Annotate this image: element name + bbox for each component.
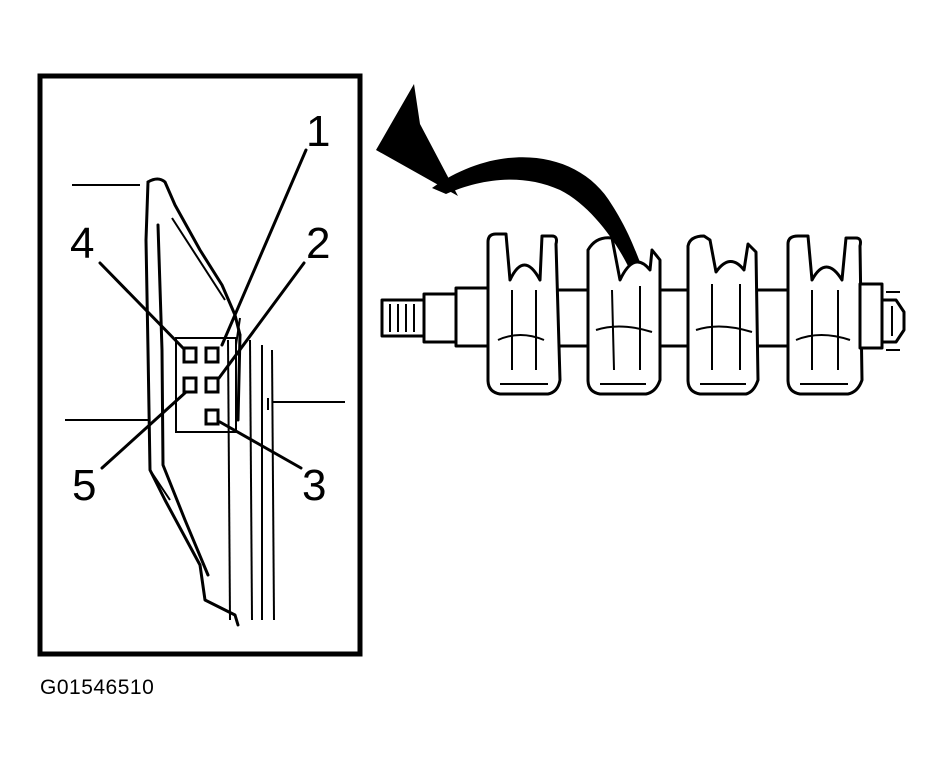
figure-code: G01546510 — [40, 676, 155, 699]
leader-line-3 — [218, 420, 303, 470]
curved-arrow-icon — [376, 84, 640, 266]
leader-line-1 — [220, 148, 308, 347]
leader-line-2 — [217, 261, 306, 380]
mark-square-5 — [182, 376, 198, 394]
crankshaft — [380, 232, 906, 396]
leader-line-5 — [100, 390, 188, 470]
callout-2: 2 — [306, 219, 330, 268]
callout-1: 1 — [306, 107, 330, 156]
callout-3: 3 — [302, 461, 326, 510]
mark-square-4 — [182, 346, 198, 364]
callout-4: 4 — [70, 219, 94, 268]
leader-line-4 — [98, 261, 186, 351]
mark-square-2 — [204, 376, 220, 394]
mark-square-1 — [204, 346, 220, 364]
callout-5: 5 — [72, 461, 96, 510]
mark-square-3 — [204, 408, 220, 426]
detail-inset: 1 2 3 4 5 — [37, 73, 363, 657]
